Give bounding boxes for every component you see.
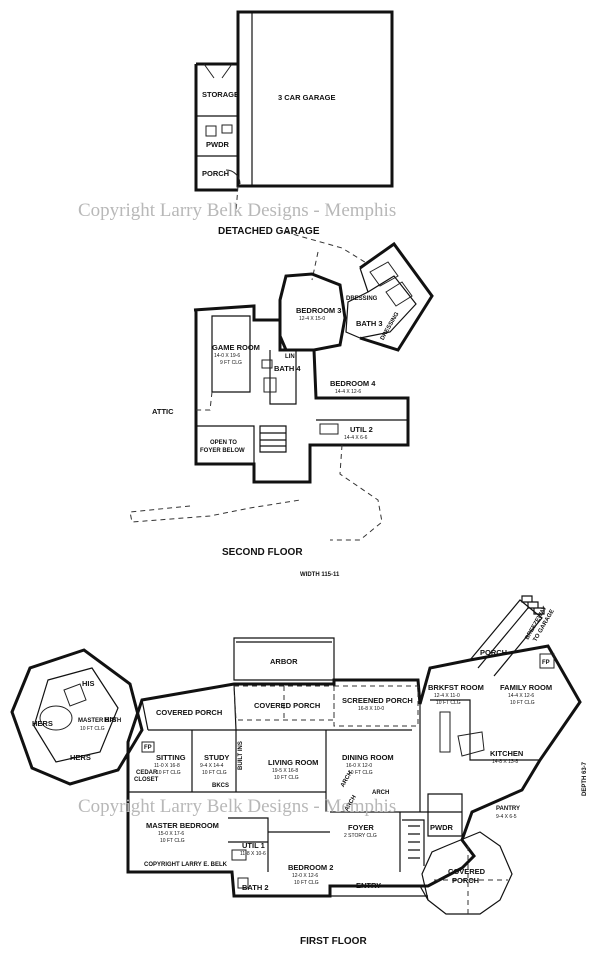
garage-main-label: 3 CAR GARAGE bbox=[278, 93, 336, 102]
dressing-a-label: DRESSING bbox=[346, 296, 378, 302]
detached-garage-plan: STORAGE 3 CAR GARAGE PWDR PORCH DETACHED… bbox=[194, 10, 394, 237]
arch-label-1: ARCH bbox=[340, 770, 354, 788]
width-note: WIDTH 115-11 bbox=[300, 572, 340, 578]
family-room-ceiling: 10 FT CLG bbox=[510, 700, 535, 706]
bedroom2-label: BEDROOM 2 bbox=[288, 863, 333, 872]
his-top-label: HIS bbox=[82, 679, 95, 688]
bath3-label: BATH 3 bbox=[356, 319, 383, 328]
covered-porch-left-label: COVERED PORCH bbox=[156, 708, 222, 717]
garage-title: DETACHED GARAGE bbox=[218, 226, 320, 237]
covered-porch-center-label: COVERED PORCH bbox=[254, 701, 320, 710]
covered-front-porch-sublabel: PORCH bbox=[452, 876, 479, 885]
game-room-label: GAME ROOM bbox=[212, 343, 260, 352]
sitting-dims: 11-0 X 16-8 bbox=[154, 763, 180, 769]
game-room-dims: 14-0 X 19-6 bbox=[214, 353, 240, 359]
dining-room-ceiling: 10 FT CLG bbox=[348, 770, 373, 776]
garage-porch-label: PORCH bbox=[202, 169, 229, 178]
cedar-closet-sublabel: CLOSET bbox=[134, 777, 159, 783]
family-room-dims: 14-4 X 12-6 bbox=[508, 693, 534, 699]
hers-bottom-label: HERS bbox=[70, 753, 91, 762]
arbor-label: ARBOR bbox=[270, 657, 298, 666]
study-dims: 9-4 X 14-4 bbox=[200, 763, 224, 769]
master-bedroom-dims: 15-0 X 17-6 bbox=[158, 831, 184, 837]
foyer-ceiling: 2 STORY CLG bbox=[344, 833, 377, 839]
built-ins-label: BUILT INS bbox=[238, 741, 244, 770]
family-room-label: FAMILY ROOM bbox=[500, 683, 552, 692]
bedroom4-dims: 14-4 X 12-6 bbox=[335, 389, 361, 395]
bath4-label: BATH 4 bbox=[274, 364, 301, 373]
bedroom4-label: BEDROOM 4 bbox=[330, 379, 376, 388]
master-bedroom-ceiling: 10 FT CLG bbox=[160, 838, 185, 844]
depth-note: DEPTH 63-7 bbox=[582, 761, 588, 796]
master-bath-label: MASTER BATH bbox=[78, 718, 121, 724]
screened-porch-dims: 16-8 X 10-0 bbox=[358, 706, 384, 712]
util1-label: UTIL 1 bbox=[242, 841, 265, 850]
screened-porch-label: SCREENED PORCH bbox=[342, 696, 413, 705]
bedroom3-label: BEDROOM 3 bbox=[296, 306, 341, 315]
master-bath-ceiling: 10 FT CLG bbox=[80, 726, 105, 732]
dining-room-dims: 16-0 X 12-0 bbox=[346, 763, 372, 769]
sitting-ceiling: 10 FT CLG bbox=[156, 770, 181, 776]
dressing-b-label: DRESSING bbox=[380, 311, 401, 341]
covered-front-porch-label: COVERED bbox=[448, 867, 486, 876]
pwdr-label: PWDR bbox=[430, 823, 453, 832]
hers-left-label: HERS bbox=[32, 719, 53, 728]
second-floor-title: SECOND FLOOR bbox=[222, 547, 303, 558]
pantry-label: PANTRY bbox=[496, 806, 520, 812]
his-right-label: HIS bbox=[104, 715, 117, 724]
util2-label: UTIL 2 bbox=[350, 425, 373, 434]
bath2-label: BATH 2 bbox=[242, 883, 269, 892]
game-room-ceiling: 9 FT CLG bbox=[220, 360, 242, 366]
garage-storage-label: STORAGE bbox=[202, 90, 239, 99]
sitting-label: SITTING bbox=[156, 753, 186, 762]
cedar-closet-label: CEDAR bbox=[136, 770, 158, 776]
porch-label: PORCH bbox=[480, 648, 507, 657]
bedroom2-dims: 12-0 X 12-6 bbox=[292, 873, 318, 879]
master-bedroom-label: MASTER BEDROOM bbox=[146, 821, 219, 830]
attic-label: ATTIC bbox=[152, 407, 174, 416]
pantry-dims: 9-4 X 6-5 bbox=[496, 814, 517, 820]
entry-label: ENTRY bbox=[356, 881, 381, 890]
study-ceiling: 10 FT CLG bbox=[202, 770, 227, 776]
living-room-label: LIVING ROOM bbox=[268, 758, 318, 767]
living-room-ceiling: 10 FT CLG bbox=[274, 775, 299, 781]
bookcases-label: BKCS bbox=[212, 783, 229, 789]
fireplace-right-label: FP bbox=[542, 660, 550, 666]
bedroom3-dims: 12-4 X 15-0 bbox=[299, 316, 325, 322]
brkfst-room-ceiling: 10 FT CLG bbox=[436, 700, 461, 706]
second-floor-plan: BEDROOM 3 12-4 X 15-0 DRESSING BATH 3 DR… bbox=[129, 231, 434, 578]
foyer-below-label: FOYER BELOW bbox=[200, 448, 245, 454]
brkfst-room-label: BRKFST ROOM bbox=[428, 683, 484, 692]
kitchen-dims: 14-8 X 13-8 bbox=[492, 759, 518, 765]
bedroom2-ceiling: 10 FT CLG bbox=[294, 880, 319, 886]
garage-pwdr-label: PWDR bbox=[206, 140, 229, 149]
living-room-dims: 19-5 X 16-8 bbox=[272, 768, 298, 774]
kitchen-label: KITCHEN bbox=[490, 749, 523, 758]
first-floor-title: FIRST FLOOR bbox=[300, 936, 367, 947]
foyer-label: FOYER bbox=[348, 823, 374, 832]
util2-dims: 14-4 X 6-6 bbox=[344, 435, 368, 441]
linen-label: LIN bbox=[285, 354, 295, 360]
watermark-top: Copyright Larry Belk Designs - Memphis bbox=[78, 200, 396, 221]
study-label: STUDY bbox=[204, 753, 229, 762]
first-floor-plan: ARBOR COVERED PORCH COVERED PORCH SCREEN… bbox=[10, 595, 588, 947]
util1-dims: 11-8 X 10-6 bbox=[240, 851, 266, 857]
dining-room-label: DINING ROOM bbox=[342, 753, 394, 762]
brkfst-room-dims: 12-4 X 11-0 bbox=[434, 693, 460, 699]
copyright-note: COPYRIGHT LARRY E. BELK bbox=[144, 862, 228, 868]
open-to-label: OPEN TO bbox=[210, 440, 237, 446]
arch-label-2: ARCH bbox=[372, 790, 389, 796]
watermark-bottom: Copyright Larry Belk Designs - Memphis bbox=[78, 796, 396, 817]
fireplace-left-label: FP bbox=[144, 745, 152, 751]
